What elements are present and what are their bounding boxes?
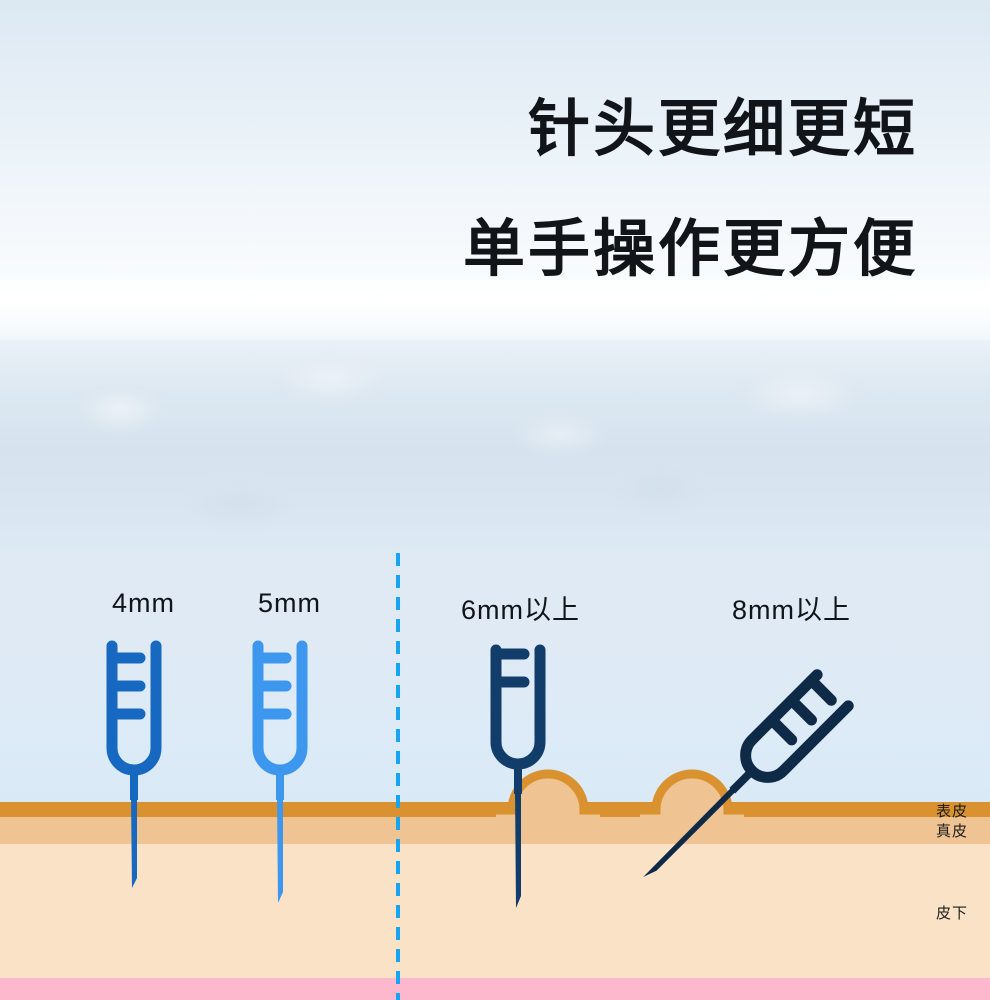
skin-label-epidermis: 表皮 xyxy=(935,803,968,820)
skin-layer-subcutaneous xyxy=(0,844,990,978)
background-bright-band xyxy=(0,280,990,350)
headline-line-2: 单手操作更方便 xyxy=(462,215,918,284)
needle-label-6mm: 6mm以上 xyxy=(461,595,580,625)
background-sky-top xyxy=(0,0,990,300)
syringe-8mm xyxy=(600,628,890,933)
needle-label-5mm: 5mm xyxy=(258,588,321,618)
background-mist xyxy=(0,340,990,570)
needle-label-8mm: 8mm以上 xyxy=(732,595,851,625)
skin-bulge-6mm xyxy=(494,758,602,825)
syringe-6mm xyxy=(480,634,590,929)
skin-layer-dermis xyxy=(0,817,990,844)
headline-line-1: 针头更细更短 xyxy=(527,95,918,164)
skin-label-dermis: 真皮 xyxy=(935,823,968,840)
syringe-5mm xyxy=(242,640,352,923)
comparison-divider xyxy=(396,553,400,1000)
needle-label-4mm: 4mm xyxy=(112,588,175,618)
skin-label-subcutaneous: 皮下 xyxy=(935,905,968,922)
syringe-4mm xyxy=(96,640,206,907)
skin-layer-muscle xyxy=(0,978,990,1000)
